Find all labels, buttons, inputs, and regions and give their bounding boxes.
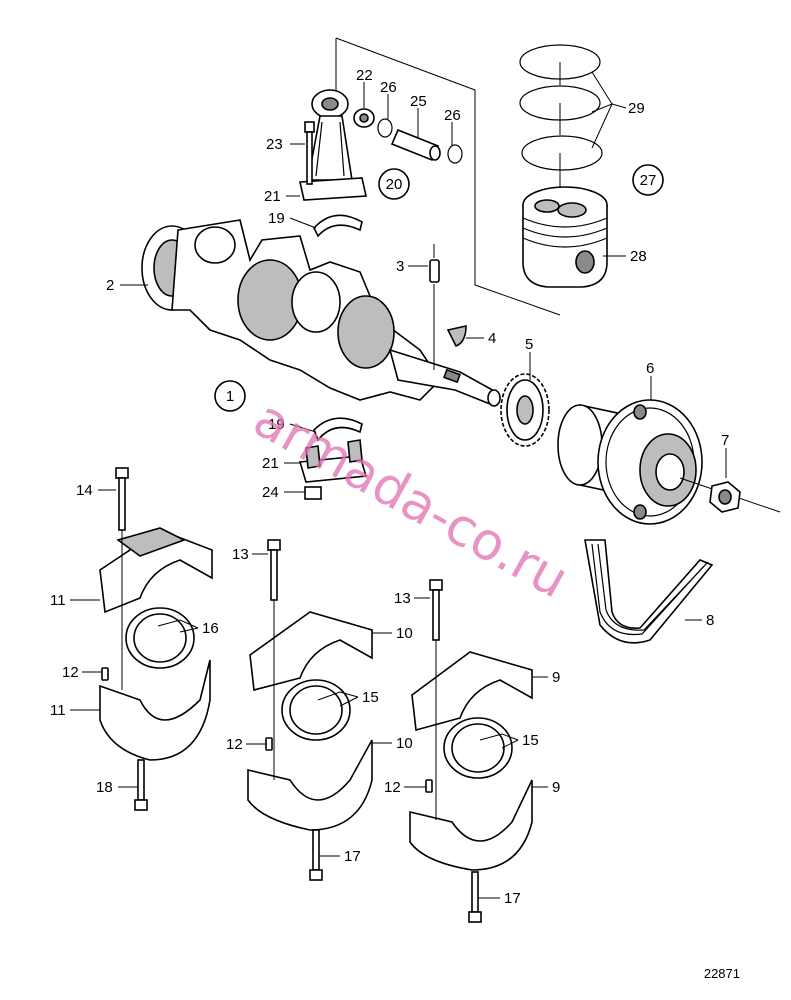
label-12b: 12 <box>226 736 243 753</box>
main-bearing-cap-lower-2 <box>247 739 373 831</box>
con-rod-bearing-shell-lower <box>313 417 363 442</box>
label-1: 1 <box>226 388 234 405</box>
bolt-18 <box>134 759 148 811</box>
label-23: 23 <box>266 136 283 153</box>
label-13a: 13 <box>232 546 249 563</box>
rod-bolt <box>304 121 315 185</box>
label-15b: 15 <box>522 732 539 749</box>
label-22: 22 <box>356 67 373 84</box>
label-28: 28 <box>630 248 647 265</box>
label-4: 4 <box>488 330 496 347</box>
crankshaft-gear <box>500 373 550 447</box>
leader-lines <box>70 71 727 899</box>
label-9b: 9 <box>552 779 560 796</box>
connecting-rod <box>299 89 367 201</box>
label-15a: 15 <box>362 689 379 706</box>
piston-pin <box>390 128 441 162</box>
label-17b: 17 <box>504 890 521 907</box>
bolt-14 <box>115 467 129 690</box>
label-10a: 10 <box>396 625 413 642</box>
crankshaft-pulley <box>557 399 781 525</box>
label-3: 3 <box>396 258 404 275</box>
label-26a: 26 <box>380 79 397 96</box>
label-18: 18 <box>96 779 113 796</box>
label-5: 5 <box>525 336 533 353</box>
label-13b: 13 <box>394 590 411 607</box>
label-8: 8 <box>706 612 714 629</box>
pin-12c <box>425 779 433 793</box>
label-29: 29 <box>628 100 645 117</box>
crankshaft <box>141 219 501 407</box>
con-rod-cap <box>298 439 368 483</box>
pulley-nut <box>709 481 741 513</box>
label-20: 20 <box>386 176 403 193</box>
woodruff-key <box>446 325 467 348</box>
piston-pin-bushing <box>353 108 375 128</box>
label-10b: 10 <box>396 735 413 752</box>
label-27: 27 <box>640 172 657 189</box>
bolt-13b <box>429 579 443 820</box>
label-21b: 21 <box>262 455 279 472</box>
poly-v-belt <box>584 539 714 644</box>
label-25: 25 <box>410 93 427 110</box>
main-bearing-shells-2 <box>281 679 351 741</box>
label-26b: 26 <box>444 107 461 124</box>
con-rod-nut <box>304 486 322 500</box>
main-bearing-shells-3 <box>443 717 513 779</box>
circlip-left <box>377 118 393 138</box>
label-19a: 19 <box>268 210 285 227</box>
pin-12a <box>101 667 109 681</box>
main-bearing-shells-1 <box>125 607 195 669</box>
label-17a: 17 <box>344 848 361 865</box>
label-21a: 21 <box>264 188 281 205</box>
label-12a: 12 <box>62 664 79 681</box>
label-11a: 11 <box>50 592 66 609</box>
con-rod-bearing-shell-upper <box>313 214 363 238</box>
label-12c: 12 <box>384 779 401 796</box>
label-11b: 11 <box>50 702 66 719</box>
label-2: 2 <box>106 277 114 294</box>
drawing-number: 22871 <box>704 966 740 981</box>
pin-12b <box>265 737 273 751</box>
main-bearing-cap-lower-1 <box>99 659 211 761</box>
piston-rings <box>519 44 603 190</box>
main-bearing-cap-upper-1 <box>99 527 213 614</box>
bolt-17a <box>309 829 323 881</box>
label-14: 14 <box>76 482 93 499</box>
dowel-pin <box>429 244 440 370</box>
ref-circle-20 <box>378 168 410 200</box>
ref-circle-1 <box>214 380 246 412</box>
label-6: 6 <box>646 360 654 377</box>
label-7: 7 <box>721 432 729 449</box>
label-16: 16 <box>202 620 219 637</box>
callout-labels: 1 2 3 4 5 6 7 8 9 9 10 10 11 11 12 12 12… <box>50 67 729 907</box>
bolt-13a <box>267 539 281 780</box>
label-19b: 19 <box>268 416 285 433</box>
label-9a: 9 <box>552 669 560 686</box>
main-bearing-cap-upper-2 <box>249 611 373 692</box>
ref-circle-27 <box>632 164 664 196</box>
piston <box>522 186 608 288</box>
circlip-right <box>447 144 463 164</box>
bolt-17b <box>468 871 482 923</box>
main-bearing-cap-upper-3 <box>411 651 533 732</box>
label-24: 24 <box>262 484 279 501</box>
main-bearing-cap-lower-3 <box>409 779 533 871</box>
